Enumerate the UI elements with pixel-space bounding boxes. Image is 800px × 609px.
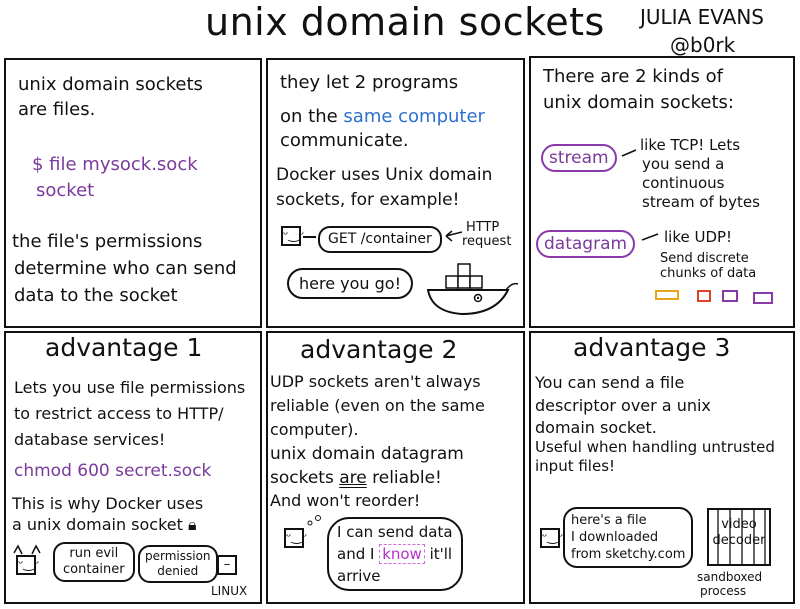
docker-whale-icon xyxy=(426,263,519,316)
p1-command-output: socket xyxy=(36,180,95,201)
p3-chunk-2 xyxy=(697,290,711,302)
p1-perm-line1: the file's permissions xyxy=(12,231,203,252)
p3-stream-arrow xyxy=(621,149,637,157)
p6-line2: descriptor over a unix xyxy=(535,396,711,415)
p5-bubble-line3: arrive xyxy=(337,567,381,585)
p6-sandboxed-label: sandboxed xyxy=(697,570,763,584)
p3-stream-desc4: stream of bytes xyxy=(642,193,760,211)
panel-files xyxy=(4,58,262,328)
p2-http-arrow xyxy=(445,230,463,242)
p6-heading: advantage 3 xyxy=(573,333,731,362)
p3-stream-desc1: like TCP! Lets xyxy=(640,136,741,154)
author-credit: JULIA EVANS @b0rk xyxy=(640,3,764,59)
p6-file-bubble: here's a file I downloaded from sketchy.… xyxy=(563,507,694,568)
p2-line5: sockets, for example! xyxy=(276,190,460,210)
p1-perm-line3: data to the socket xyxy=(14,285,178,306)
p1-command: $ file mysock.sock xyxy=(32,154,198,175)
p3-datagram-desc2: Send discrete xyxy=(660,251,749,266)
p4-line3: database services! xyxy=(14,430,166,449)
p4-denied-line2: denied xyxy=(157,564,199,578)
p4-run-evil-bubble: run evil container xyxy=(53,542,135,582)
p3-stream-desc2: you send a xyxy=(642,155,725,173)
p4-line1: Lets you use file permissions xyxy=(14,378,246,397)
p2-line2: on the same computer xyxy=(280,106,485,128)
p4-run-evil-line1: run evil xyxy=(69,546,119,561)
p3-datagram-desc1: like UDP! xyxy=(664,228,733,246)
p4-line4: This is why Docker uses xyxy=(12,494,204,513)
author-handle: @b0rk xyxy=(670,33,736,57)
devil-face-icon: ᵕ‿ᵕ xyxy=(16,555,39,575)
p3-datagram-desc3: chunks of data xyxy=(660,266,757,281)
p3-chunk-4 xyxy=(753,292,773,304)
p2-line3: communicate. xyxy=(280,130,409,151)
p5-and-i: and I xyxy=(337,545,380,563)
p4-line5-text: a unix domain socket xyxy=(12,515,183,534)
p5-heading: advantage 2 xyxy=(300,335,458,364)
p5-are-emphasis: are xyxy=(339,468,367,488)
p6-line3: domain socket. xyxy=(535,418,657,437)
thought-dot-icon xyxy=(307,520,313,526)
smiley-face-icon: ᵕ‿ᵕ xyxy=(540,528,563,548)
p4-run-evil-line2: container xyxy=(63,562,125,577)
p4-chmod-command: chmod 600 secret.sock xyxy=(14,461,212,481)
page-title: unix domain sockets xyxy=(205,0,605,44)
smiley-face-icon: ᵕ‿ᵕ xyxy=(281,226,304,246)
p5-line6: And won't reorder! xyxy=(270,491,421,510)
p2-same-computer: same computer xyxy=(343,106,485,127)
smiley-face-icon: ᵕ‿ᵕ xyxy=(284,528,307,548)
p3-line1: There are 2 kinds of xyxy=(543,66,723,87)
p2-line1: they let 2 programs xyxy=(280,72,459,93)
p3-stream-desc3: continuous xyxy=(642,174,725,192)
p5-itll: it'll xyxy=(424,545,453,563)
p1-perm-line2: determine who can send xyxy=(14,258,237,279)
p6-line4: Useful when handling untrusted xyxy=(535,438,775,456)
sandbox-cage-icon xyxy=(717,510,766,564)
p1-line1: unix domain sockets xyxy=(18,74,203,95)
p6-decoder-label: decoder xyxy=(712,533,766,548)
p5-line3: computer). xyxy=(270,420,359,439)
p4-line5: a unix domain socket 🔒︎ xyxy=(12,514,197,536)
p3-stream-label: stream xyxy=(541,144,617,172)
p6-line1: You can send a file xyxy=(535,373,685,392)
p3-chunk-1 xyxy=(655,290,679,300)
p3-datagram-label: datagram xyxy=(536,230,636,258)
p1-line2: are files. xyxy=(18,99,96,120)
p5-line4: unix domain datagram xyxy=(270,444,464,464)
p4-linux-label: LINUX xyxy=(211,584,248,598)
lock-icon: 🔒︎ xyxy=(188,515,197,534)
linux-face-icon: – xyxy=(217,555,237,575)
thought-dot-icon xyxy=(315,515,321,521)
p2-line2-a: on the xyxy=(280,106,344,127)
author-name: JULIA EVANS xyxy=(640,5,764,29)
panel-kinds xyxy=(529,56,795,328)
p5-know-emphasis: know xyxy=(379,544,425,564)
p4-line2: to restrict access to HTTP/ xyxy=(14,404,224,423)
p2-request-label: request xyxy=(462,234,512,249)
p5-thought-bubble: I can send data and I know it'll arrive xyxy=(327,517,463,591)
p5-line2: reliable (even on the same xyxy=(270,396,485,415)
p3-line2: unix domain sockets: xyxy=(543,92,734,113)
p5-line5: sockets are reliable! xyxy=(270,467,442,489)
p5-line5-c: reliable! xyxy=(366,468,442,488)
p5-line1: UDP sockets aren't always xyxy=(270,372,481,391)
p2-http-label: HTTP xyxy=(466,220,500,235)
p6-bubble-line1: here's a file xyxy=(571,513,647,528)
p5-line5-a: sockets xyxy=(270,468,340,488)
p2-get-request-bubble: GET /container xyxy=(318,226,442,253)
devil-horns-icon xyxy=(13,544,41,555)
p6-bubble-line2: I downloaded xyxy=(571,530,659,545)
p2-line4: Docker uses Unix domain xyxy=(276,165,493,185)
p2-reply-bubble: here you go! xyxy=(287,268,413,299)
p5-bubble-line2: and I know it'll xyxy=(337,543,453,565)
p5-bubble-line1: I can send data xyxy=(337,523,453,541)
p4-permission-denied-bubble: permission denied xyxy=(138,545,218,583)
p6-process-label: process xyxy=(700,584,747,598)
p6-bubble-line3: from sketchy.com xyxy=(571,547,686,562)
p4-denied-line1: permission xyxy=(145,549,211,563)
p3-datagram-arrow xyxy=(641,233,659,241)
p4-heading: advantage 1 xyxy=(45,333,203,362)
p6-line5: input files! xyxy=(535,457,616,475)
p3-chunk-3 xyxy=(722,290,738,302)
